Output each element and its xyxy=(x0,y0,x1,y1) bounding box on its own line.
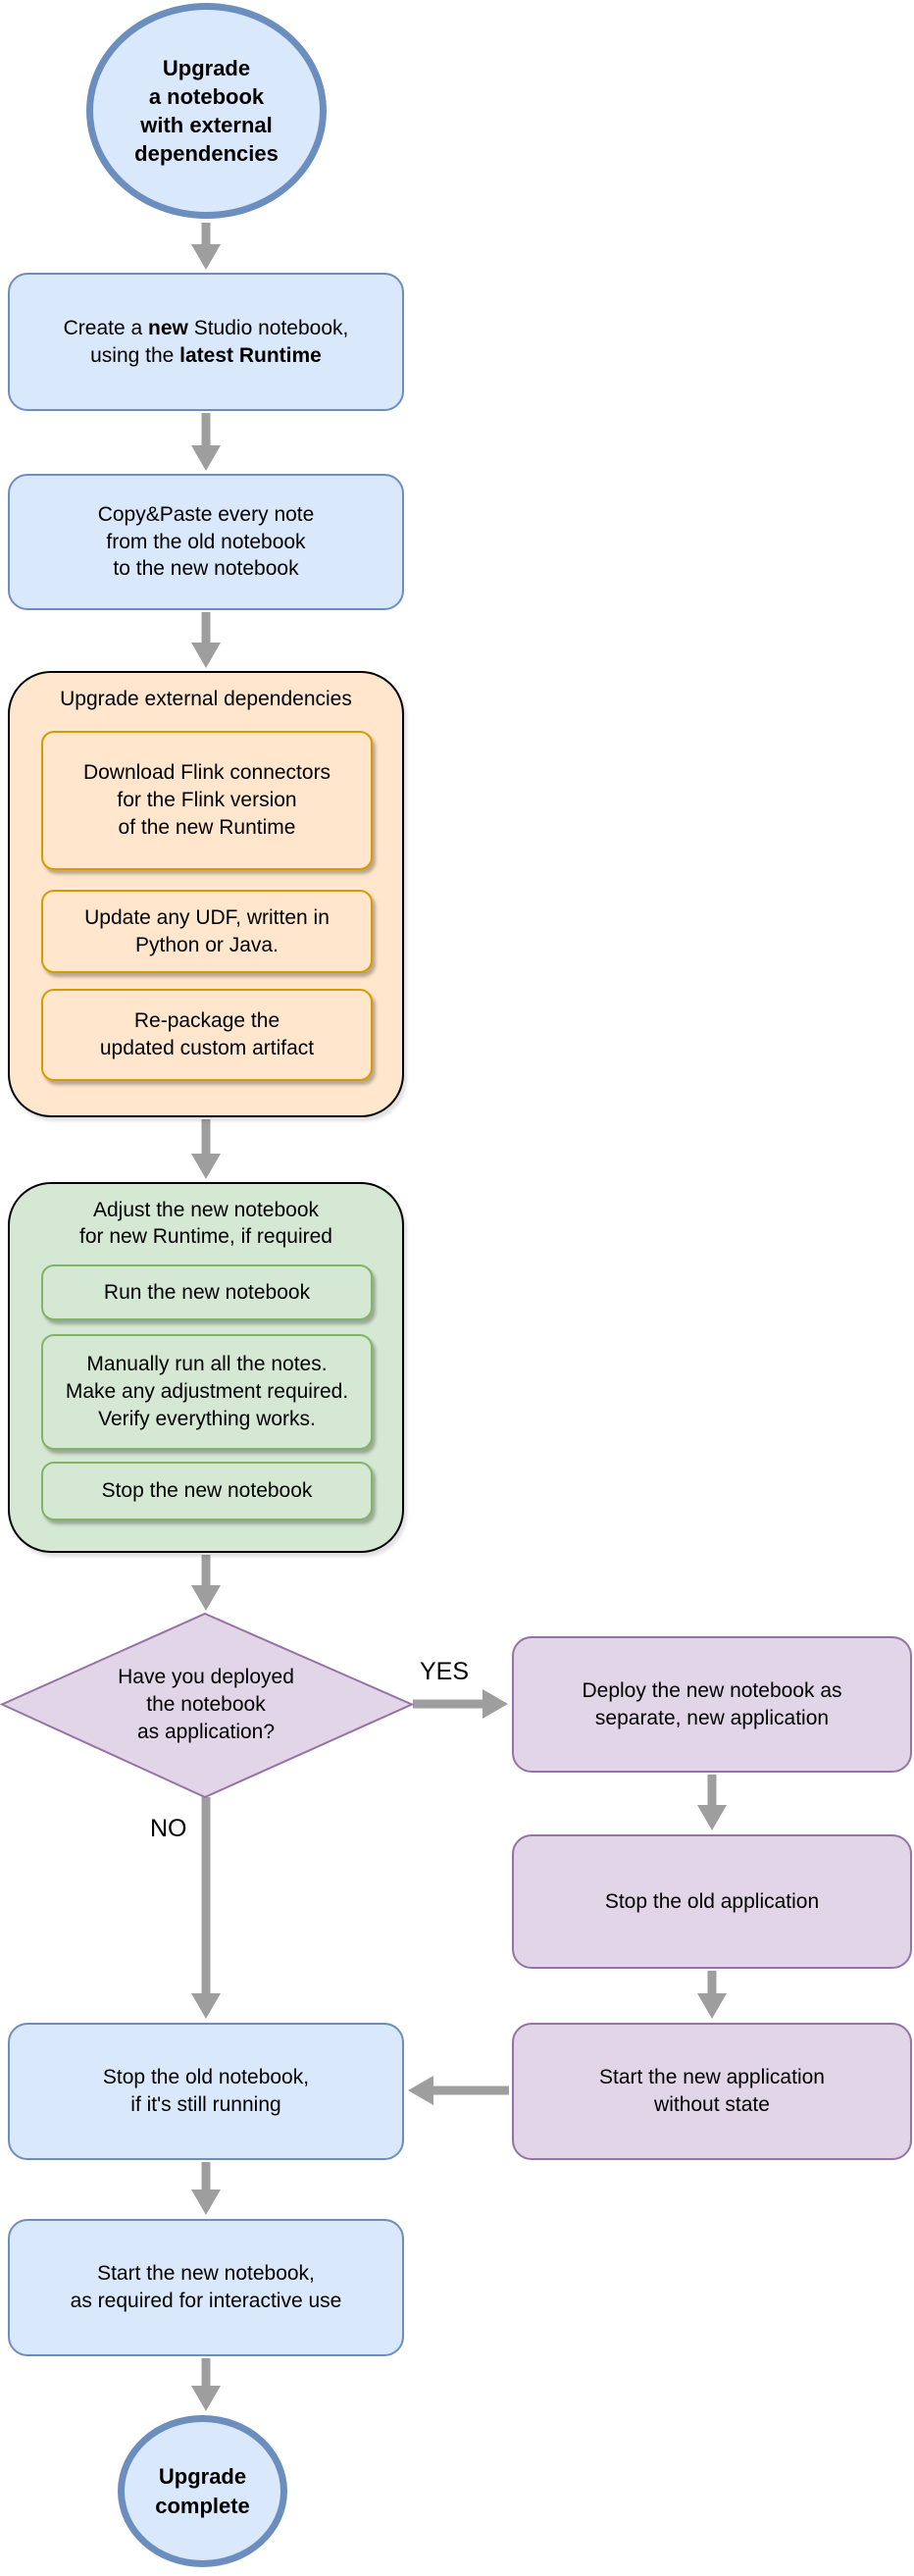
start-new-application-label: Start the new application without state xyxy=(599,2066,825,2116)
adjust-notebook-group: Adjust the new notebook for new Runtime,… xyxy=(8,1182,404,1553)
step-manual-verify: Manually run all the notes. Make any adj… xyxy=(41,1334,373,1450)
start-new-notebook-node: Start the new notebook, as required for … xyxy=(8,2219,404,2356)
decision-label: Have you deployed the notebook as applic… xyxy=(118,1666,294,1743)
yes-branch-label: YES xyxy=(420,1658,470,1685)
stop-old-application-label: Stop the old application xyxy=(604,1889,820,1913)
decision-node: Have you deployed the notebook as applic… xyxy=(59,1636,353,1774)
step-run-notebook-label: Run the new notebook xyxy=(103,1280,311,1304)
step-repackage-artifact: Re-package the updated custom artifact xyxy=(41,989,373,1081)
no-branch-label: NO xyxy=(150,1815,187,1842)
step-manual-verify-label: Manually run all the notes. Make any adj… xyxy=(65,1353,349,1430)
end-node-label: Upgrade complete xyxy=(155,2464,250,2518)
copy-paste-node: Copy&Paste every note from the old noteb… xyxy=(8,474,404,610)
step-update-udf-label: Update any UDF, written in Python or Jav… xyxy=(84,905,330,956)
step-run-notebook: Run the new notebook xyxy=(41,1264,373,1320)
start-new-notebook-label: Start the new notebook, as required for … xyxy=(70,2262,342,2312)
step-update-udf: Update any UDF, written in Python or Jav… xyxy=(41,890,373,973)
step-stop-notebook-label: Stop the new notebook xyxy=(101,1479,313,1503)
end-node: Upgrade complete xyxy=(118,2415,287,2567)
stop-old-notebook-label: Stop the old notebook, if it's still run… xyxy=(102,2066,310,2116)
deploy-application-label: Deploy the new notebook as separate, new… xyxy=(582,1678,842,1729)
step-stop-notebook: Stop the new notebook xyxy=(41,1462,373,1520)
start-node-label: Upgrade a notebook with external depende… xyxy=(134,55,279,167)
start-node: Upgrade a notebook with external depende… xyxy=(86,3,327,219)
step-repackage-artifact-label: Re-package the updated custom artifact xyxy=(99,1009,315,1059)
upgrade-dependencies-title: Upgrade external dependencies xyxy=(60,688,352,710)
copy-paste-label: Copy&Paste every note from the old noteb… xyxy=(97,502,315,581)
upgrade-dependencies-group: Upgrade external dependencies Download F… xyxy=(8,671,404,1117)
create-notebook-label: Create a new Studio notebook, using the … xyxy=(63,316,349,367)
decision-diamond xyxy=(0,1612,415,1799)
step-download-connectors-label: Download Flink connectors for the Flink … xyxy=(82,761,331,839)
deploy-application-node: Deploy the new notebook as separate, new… xyxy=(512,1636,912,1773)
stop-old-application-node: Stop the old application xyxy=(512,1834,912,1969)
stop-old-notebook-node: Stop the old notebook, if it's still run… xyxy=(8,2023,404,2160)
create-notebook-node: Create a new Studio notebook, using the … xyxy=(8,273,404,411)
start-new-application-node: Start the new application without state xyxy=(512,2023,912,2160)
step-download-connectors: Download Flink connectors for the Flink … xyxy=(41,731,373,870)
adjust-notebook-title: Adjust the new notebook for new Runtime,… xyxy=(79,1199,332,1249)
